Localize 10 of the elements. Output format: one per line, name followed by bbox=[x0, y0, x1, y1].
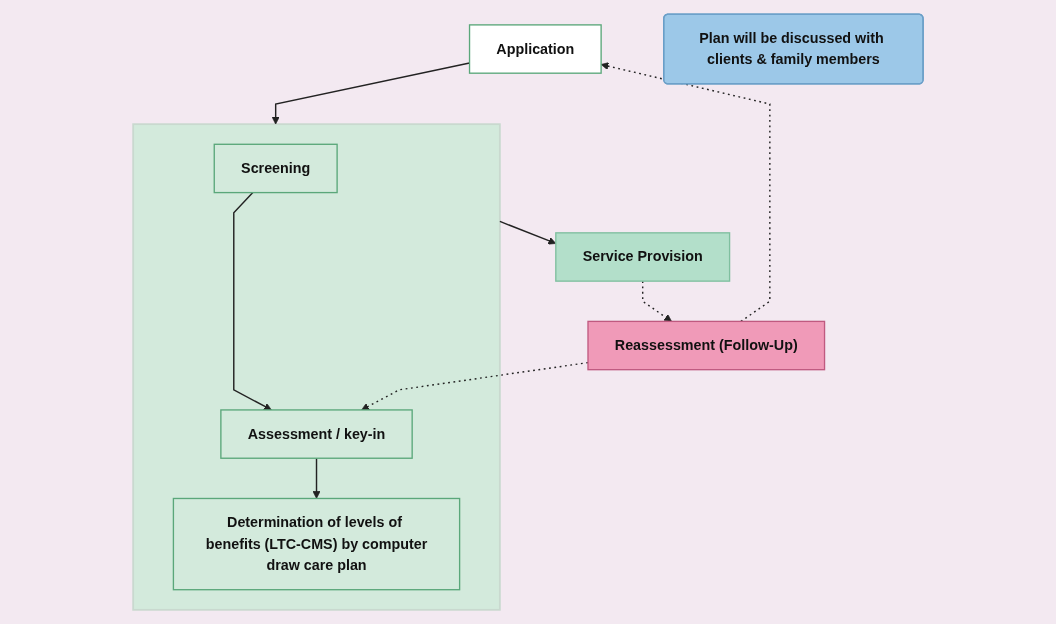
node-box: Reassessment (Follow-Up) bbox=[587, 320, 826, 371]
arrow bbox=[312, 457, 321, 499]
arrow bbox=[232, 191, 272, 411]
node-box: Determination of levels of benefits (LTC-CMS) by computer draw care plan bbox=[172, 497, 461, 591]
node-box: Assessment / key-in bbox=[220, 409, 413, 459]
node-box: Application bbox=[468, 24, 602, 74]
node-box: Screening bbox=[213, 143, 338, 194]
arrow bbox=[600, 62, 771, 323]
node-box: Service Provision bbox=[555, 232, 731, 282]
cluster bbox=[132, 123, 501, 611]
